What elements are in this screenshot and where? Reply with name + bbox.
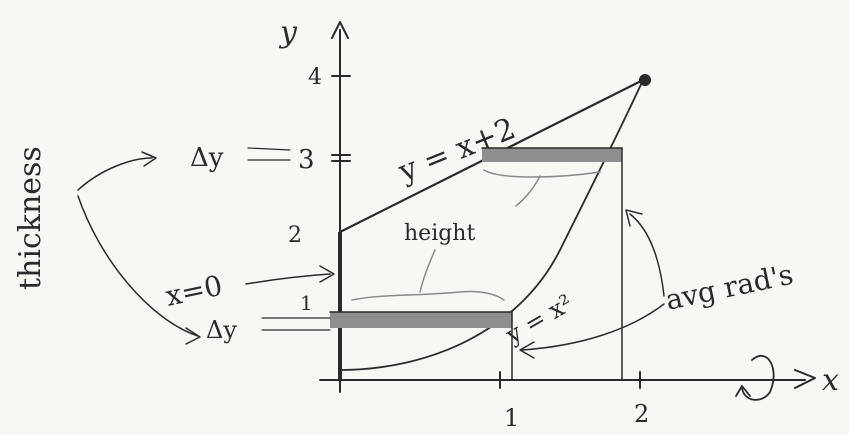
x-tick-label-2: 2 [634, 400, 649, 428]
lower-slice-band [330, 312, 512, 328]
thickness-label: thickness [13, 146, 48, 290]
avg-rads-arrow-upper [629, 213, 665, 297]
x-equals-0-label: x=0 [163, 269, 226, 313]
delta-y-lower-marks [261, 317, 331, 331]
thickness-arrowhead-upper [141, 151, 157, 167]
x-equals-0-arrowhead [319, 265, 335, 283]
x-tick-label-1: 1 [504, 404, 519, 432]
avg-rads-label: avg rad's [663, 258, 796, 317]
lower-height-brace [351, 290, 505, 301]
y-axis-label: y [278, 15, 298, 50]
upper-slice-band [482, 148, 622, 162]
delta-y-upper-marks [247, 147, 291, 161]
y-tick-label-2: 2 [288, 223, 302, 248]
avg-rads-arrowhead-upper [625, 209, 643, 227]
x-equals-0-arrow [245, 273, 331, 285]
x-axis-label: x [822, 363, 839, 398]
upper-height-brace [483, 169, 601, 207]
avg-rads-arrow-lower [521, 303, 665, 351]
thickness-arrow-upper [77, 157, 153, 191]
height-label: height [404, 221, 475, 246]
y-tick-label-4: 4 [308, 65, 322, 90]
thickness-arrow-lower [77, 195, 199, 337]
avg-rads-arrowhead-lower [519, 341, 535, 359]
rotation-arrow-icon [735, 354, 775, 401]
thickness-arrowhead-lower [185, 327, 201, 345]
x-axis-arrow-icon [794, 369, 816, 389]
parabola-y-equals-x-squared [339, 79, 644, 371]
delta-y-lower: Δy [206, 316, 237, 344]
axes: x y 4 3 2 1 1 2 [278, 15, 839, 432]
height-pointer [419, 249, 436, 293]
y-tick-label-1: 1 [300, 291, 313, 315]
y-axis-arrow-icon [331, 21, 349, 39]
delta-y-upper: Δy [190, 143, 224, 173]
y-tick-label-3: 3 [298, 145, 315, 175]
